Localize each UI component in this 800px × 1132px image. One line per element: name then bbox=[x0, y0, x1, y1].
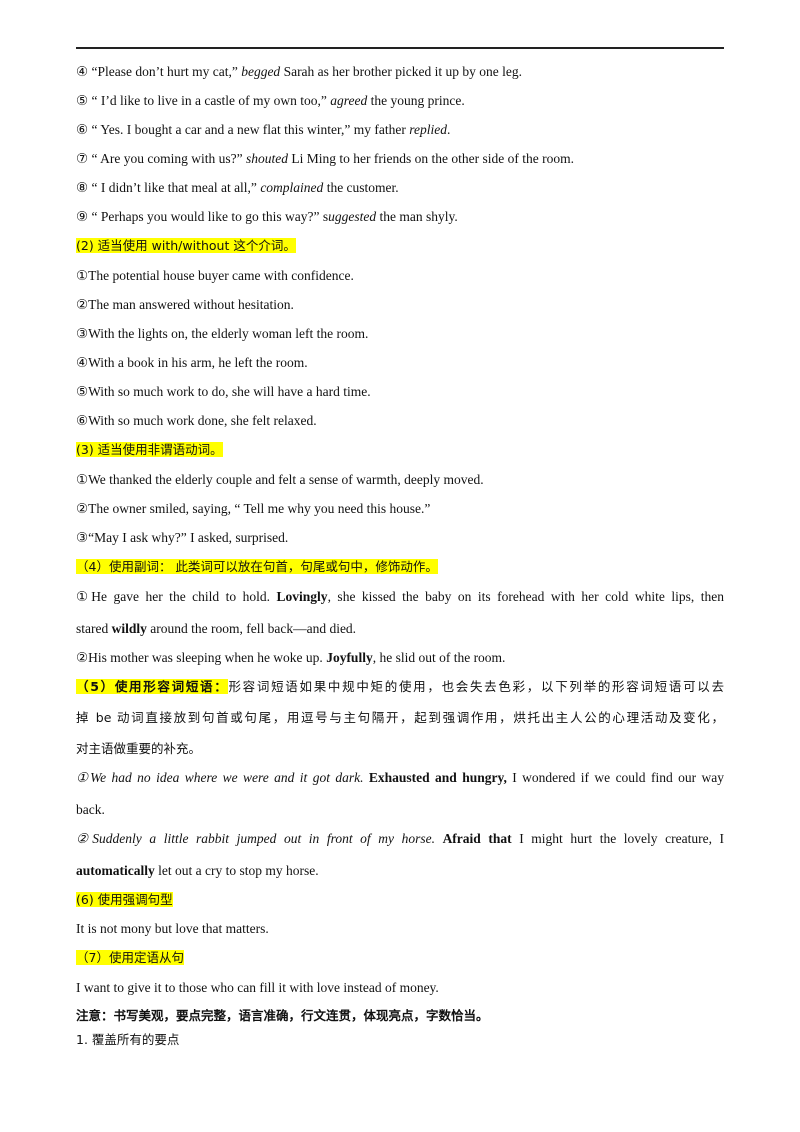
item-marker: ⑧ bbox=[76, 180, 89, 195]
sentence-tail: the young prince. bbox=[367, 93, 465, 108]
sentence-text: , she kissed the baby on its forehead wi… bbox=[327, 589, 724, 604]
adjective-example-1-line-1: ①We had no idea where we were and it got… bbox=[76, 769, 724, 787]
sentence-tail: Li Ming to her friends on the other side… bbox=[287, 151, 575, 166]
note-line: 注意：书写美观，要点完整，语言准确，行文连贯，体现亮点，字数恰当。 bbox=[76, 1008, 489, 1023]
list-item: ②The owner smiled, saying, “ Tell me why… bbox=[76, 501, 431, 516]
list-item: ③“May I ask why?” I asked, surprised. bbox=[76, 530, 289, 545]
quote-text: “ Perhaps you would like to go this way?… bbox=[91, 209, 329, 224]
sentence-text: , he slid out of the room. bbox=[372, 650, 506, 665]
section-heading-text: (2) 适当使用 with/without 这个介词。 bbox=[76, 238, 296, 253]
reporting-verb: agreed bbox=[330, 93, 368, 108]
reporting-verb: uggested bbox=[328, 209, 377, 224]
section-heading-text: (6) 使用强调句型 bbox=[76, 892, 173, 907]
emphasis-word: Lovingly bbox=[276, 589, 328, 604]
sentence-text: I wondered if we could find our way bbox=[506, 770, 724, 785]
section-description: 形容词短语如果中规中矩的使用，也会失去色彩，以下列举的形容词短语可以去 bbox=[228, 679, 724, 694]
reporting-verb: complained bbox=[260, 180, 324, 195]
sentence-tail: Sarah as her brother picked it up by one… bbox=[280, 64, 522, 79]
list-item: ⑥With so much work done, she felt relaxe… bbox=[76, 413, 317, 428]
adverb-example-1-line-1: ①He gave her the child to hold. Lovingly… bbox=[76, 588, 724, 606]
sentence-text: let out a cry to stop my horse. bbox=[154, 863, 319, 878]
adjective-example-1-line-2: back. bbox=[76, 802, 105, 817]
point-line: 1. 覆盖所有的要点 bbox=[76, 1032, 180, 1047]
reporting-verb: replied bbox=[409, 122, 447, 137]
emphasis-word: automatically bbox=[76, 863, 155, 878]
header-rule bbox=[76, 47, 724, 49]
sentence-text: ②Suddenly a little rabbit jumped out in … bbox=[76, 831, 435, 846]
adjective-example-2-line-2: automatically let out a cry to stop my h… bbox=[76, 862, 724, 880]
item-marker: ⑤ bbox=[76, 93, 89, 108]
list-item: ⑤With so much work to do, she will have … bbox=[76, 384, 371, 399]
item-marker: ④ bbox=[76, 64, 89, 79]
emphasis-phrase: Exhausted and hungry, bbox=[368, 770, 507, 785]
sentence-text: ①He gave her the child to hold. bbox=[76, 589, 277, 604]
section-heading-text: （5）使用形容词短语： bbox=[76, 679, 229, 694]
sentence-text: ①We had no idea where we were and it got… bbox=[76, 770, 364, 785]
section-heading-6: (6) 使用强调句型 bbox=[76, 891, 724, 909]
adverb-example-2: ②His mother was sleeping when he woke up… bbox=[76, 649, 724, 667]
emphasis-word: Joyfully bbox=[326, 650, 373, 665]
sentence-text: I might hurt the lovely creature, I bbox=[511, 831, 725, 846]
verb-example-4: ④ “Please don’t hurt my cat,” begged Sar… bbox=[76, 63, 724, 81]
verb-example-7: ⑦ “ Are you coming with us?” shouted Li … bbox=[76, 150, 724, 168]
list-item: ④With a book in his arm, he left the roo… bbox=[76, 355, 308, 370]
reporting-verb: begged bbox=[241, 64, 281, 79]
sentence-tail: the customer. bbox=[323, 180, 399, 195]
quote-text: “ I didn’t like that meal at all,” bbox=[91, 180, 261, 195]
adverb-example-1-line-2: stared wildly around the room, fell back… bbox=[76, 620, 724, 638]
section-heading-4: （4）使用副词： 此类词可以放在句首，句尾或句中，修饰动作。 bbox=[76, 558, 724, 576]
quote-text: “Please don’t hurt my cat,” bbox=[91, 64, 242, 79]
verb-example-6: ⑥ “ Yes. I bought a car and a new flat t… bbox=[76, 121, 724, 139]
sentence-text: stared bbox=[76, 621, 112, 636]
sentence-tail: the man shyly. bbox=[376, 209, 458, 224]
item-marker: ⑦ bbox=[76, 151, 89, 166]
section-heading-text: （4）使用副词： 此类词可以放在句首，句尾或句中，修饰动作。 bbox=[76, 559, 438, 574]
verb-example-8: ⑧ “ I didn’t like that meal at all,” com… bbox=[76, 179, 724, 197]
sentence-text: ②His mother was sleeping when he woke up… bbox=[76, 650, 327, 665]
sentence-tail: . bbox=[446, 122, 451, 137]
section-description-line-3: 对主语做重要的补充。 bbox=[76, 741, 202, 756]
list-item: ③With the lights on, the elderly woman l… bbox=[76, 326, 369, 341]
list-item: ①The potential house buyer came with con… bbox=[76, 268, 354, 283]
quote-text: “ Yes. I bought a car and a new flat thi… bbox=[91, 122, 410, 137]
reporting-verb: shouted bbox=[245, 151, 288, 166]
section-heading-3: (3) 适当使用非谓语动词。 bbox=[76, 441, 724, 459]
section-heading-2: (2) 适当使用 with/without 这个介词。 bbox=[76, 237, 724, 255]
list-item: ①We thanked the elderly couple and felt … bbox=[76, 472, 484, 487]
emphasis-phrase: Afraid that bbox=[442, 831, 512, 846]
adjective-example-2-line-1: ②Suddenly a little rabbit jumped out in … bbox=[76, 830, 724, 848]
list-item: ②The man answered without hesitation. bbox=[76, 297, 294, 312]
section-heading-text: (3) 适当使用非谓语动词。 bbox=[76, 442, 223, 457]
section-heading-5: （5）使用形容词短语：形容词短语如果中规中矩的使用，也会失去色彩，以下列举的形容… bbox=[76, 678, 724, 696]
quote-text: “ I’d like to live in a castle of my own… bbox=[91, 93, 331, 108]
section-heading-text: （7）使用定语从句 bbox=[76, 950, 184, 965]
item-marker: ⑥ bbox=[76, 122, 89, 137]
emphasis-word: wildly bbox=[111, 621, 147, 636]
item-marker: ⑨ bbox=[76, 209, 89, 224]
list-item: I want to give it to those who can fill … bbox=[76, 980, 439, 995]
section-heading-7: （7）使用定语从句 bbox=[76, 949, 724, 967]
list-item: It is not mony but love that matters. bbox=[76, 921, 269, 936]
verb-example-5: ⑤ “ I’d like to live in a castle of my o… bbox=[76, 92, 724, 110]
verb-example-9: ⑨ “ Perhaps you would like to go this wa… bbox=[76, 208, 724, 226]
section-description-line-2: 掉 be 动词直接放到句首或句尾，用逗号与主句隔开，起到强调作用，烘托出主人公的… bbox=[76, 710, 724, 725]
quote-text: “ Are you coming with us?” bbox=[91, 151, 246, 166]
sentence-text: around the room, fell back—and died. bbox=[146, 621, 357, 636]
